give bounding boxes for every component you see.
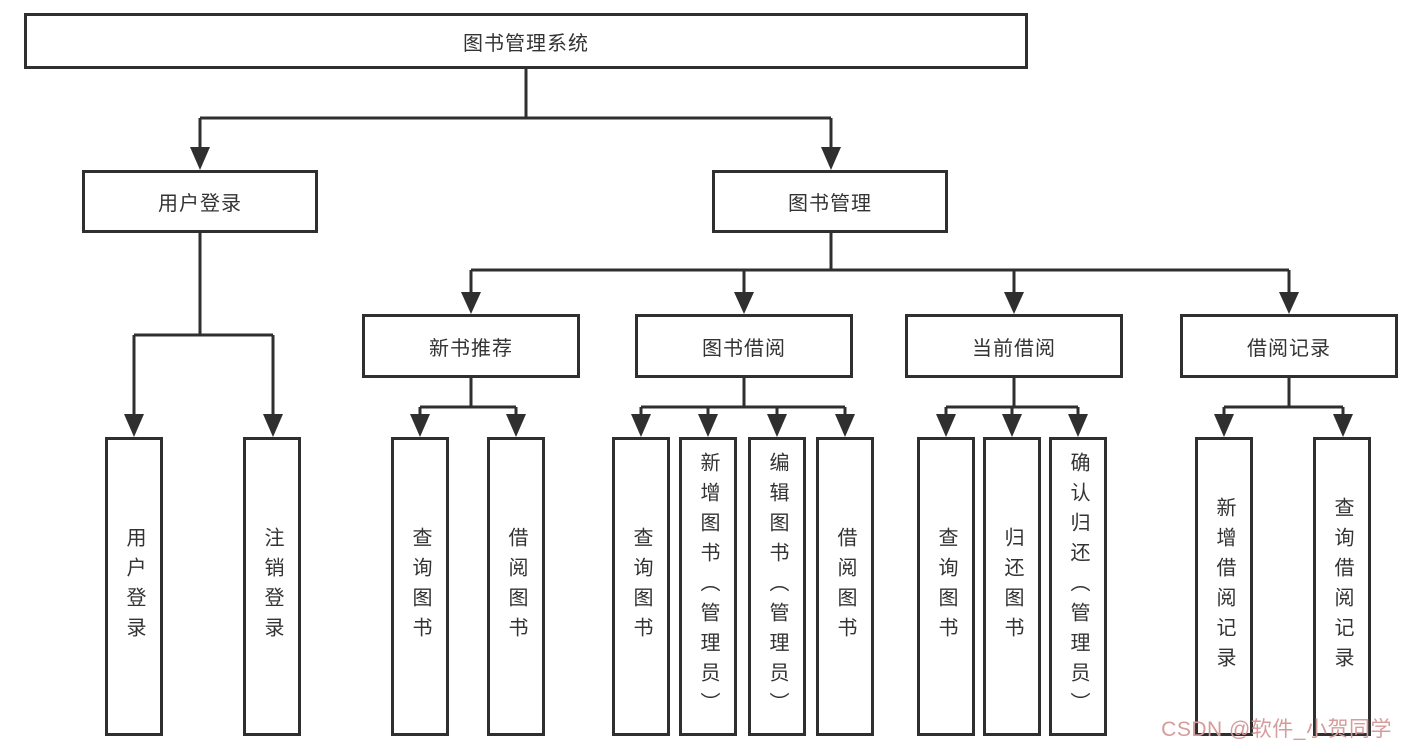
leaf-query-borrow-record-label: 查询借阅记录 (1331, 496, 1353, 677)
node-borrow-records-label: 借阅记录 (1247, 337, 1331, 360)
leaf-query-borrow-record: 查询借阅记录 (1313, 437, 1371, 736)
leaf-query-books-borrow: 查询图书 (612, 437, 670, 736)
leaf-query-books-borrow-label: 查询图书 (630, 526, 652, 647)
leaf-user-login-label: 用户登录 (123, 526, 145, 647)
arrowheads (124, 147, 1353, 437)
leaf-logout-label: 注销登录 (261, 526, 283, 647)
node-current-borrow-label: 当前借阅 (972, 337, 1056, 360)
leaf-user-login: 用户登录 (105, 437, 163, 736)
node-new-book-recommend: 新书推荐 (362, 314, 580, 378)
node-book-management: 图书管理 (712, 170, 948, 233)
csdn-watermark: CSDN @软件_小贺同学 (1161, 718, 1392, 741)
node-new-book-recommend-label: 新书推荐 (429, 337, 513, 360)
node-borrow-records: 借阅记录 (1180, 314, 1398, 378)
leaf-confirm-return-admin: 确认归还（管理员） (1049, 437, 1107, 736)
node-user-login: 用户登录 (82, 170, 318, 233)
node-book-borrow-label: 图书借阅 (702, 337, 786, 360)
leaf-return-books: 归还图书 (983, 437, 1041, 736)
leaf-logout: 注销登录 (243, 437, 301, 736)
node-root-label: 图书管理系统 (463, 32, 589, 55)
node-root-system: 图书管理系统 (24, 13, 1028, 69)
node-user-login-label: 用户登录 (158, 193, 242, 215)
leaf-confirm-return-admin-label: 确认归还（管理员） (1067, 451, 1089, 722)
leaf-query-books-recommend: 查询图书 (391, 437, 449, 736)
leaf-borrow-books: 借阅图书 (816, 437, 874, 736)
node-book-borrow: 图书借阅 (635, 314, 853, 378)
leaf-return-books-label: 归还图书 (1001, 526, 1023, 647)
leaf-borrow-books-label: 借阅图书 (834, 526, 856, 647)
leaf-add-books-admin: 新增图书（管理员） (679, 437, 737, 736)
leaf-query-books-current: 查询图书 (917, 437, 975, 736)
leaf-edit-books-admin-label: 编辑图书（管理员） (766, 451, 788, 722)
leaf-borrow-books-recommend-label: 借阅图书 (505, 526, 527, 647)
leaf-query-books-current-label: 查询图书 (935, 526, 957, 647)
node-current-borrow: 当前借阅 (905, 314, 1123, 378)
leaf-query-books-recommend-label: 查询图书 (409, 526, 431, 647)
leaf-edit-books-admin: 编辑图书（管理员） (748, 437, 806, 736)
leaf-borrow-books-recommend: 借阅图书 (487, 437, 545, 736)
leaf-add-books-admin-label: 新增图书（管理员） (697, 451, 719, 722)
leaf-add-borrow-record-label: 新增借阅记录 (1213, 496, 1235, 677)
node-book-management-label: 图书管理 (788, 193, 872, 215)
leaf-add-borrow-record: 新增借阅记录 (1195, 437, 1253, 736)
